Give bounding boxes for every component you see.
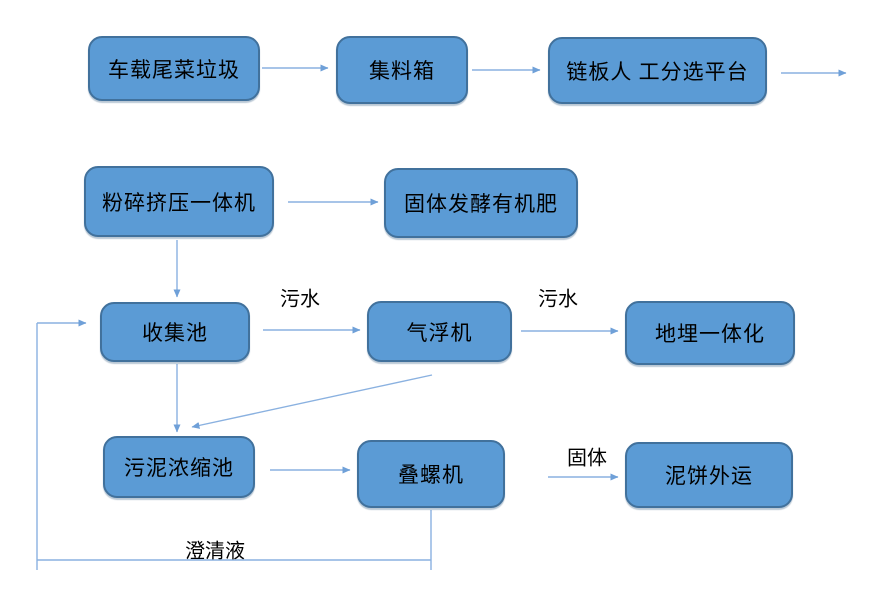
node-vehicle-waste: 车载尾菜垃圾 [88,36,260,101]
node-crusher-press: 粉碎挤压一体机 [84,166,274,237]
edge-label-sewage-1: 污水 [280,288,320,311]
edge-label-solid: 固体 [567,447,607,470]
edge-flotation-to-thickening [191,374,433,429]
node-screw-press: 叠螺机 [357,440,505,508]
edge-label-sewage-2: 污水 [538,288,578,311]
node-sorting-platform: 链板人 工分选平台 [548,37,767,104]
node-sludge-thickening-pool: 污泥浓缩池 [103,436,255,498]
node-collection-box: 集料箱 [336,36,468,104]
node-mud-cake-transport: 泥饼外运 [625,442,793,508]
node-air-flotation: 气浮机 [367,301,512,362]
node-underground-integrated: 地埋一体化 [625,301,795,365]
node-solid-fermented-fertilizer: 固体发酵有机肥 [384,168,578,238]
node-collection-pool: 收集池 [100,302,250,362]
edge-label-clarified-liquid: 澄清液 [185,540,245,563]
